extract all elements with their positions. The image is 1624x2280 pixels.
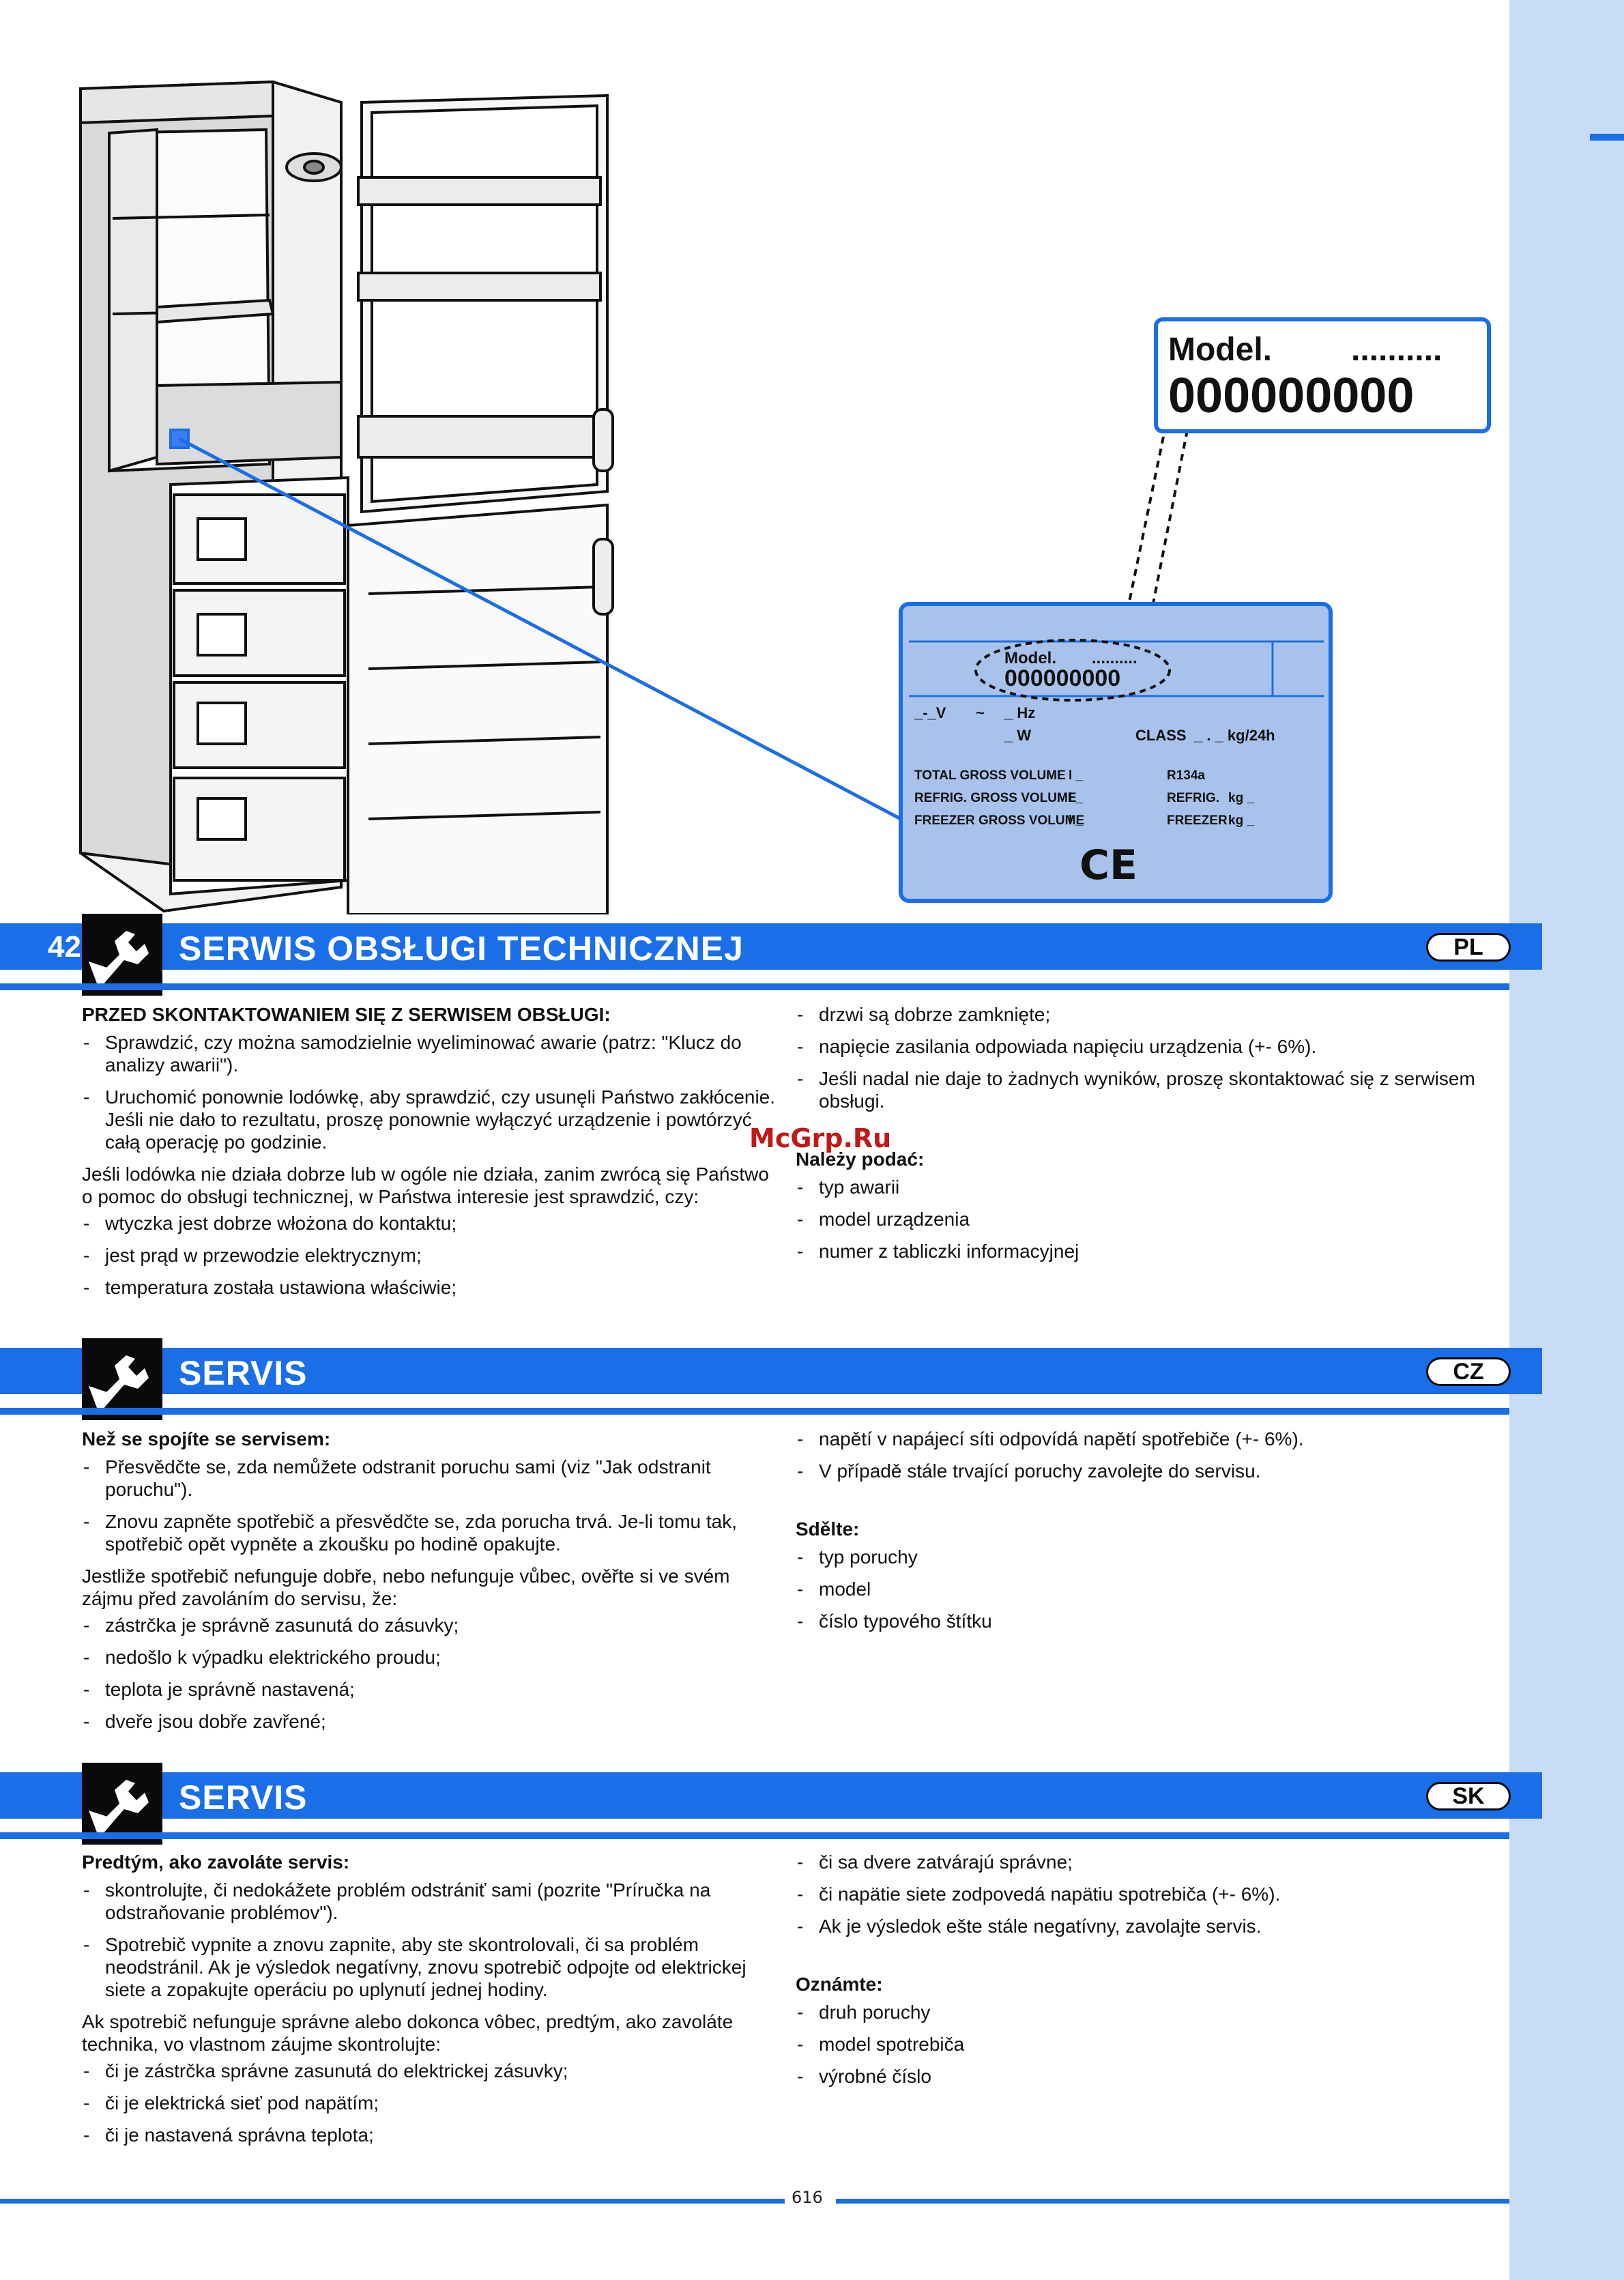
list-item: Přesvědčte se, zda nemůžete odstranit po… bbox=[82, 1456, 783, 1501]
plate-model-word: Model. bbox=[1004, 649, 1056, 667]
cz-right-column: napětí v napájecí síti odpovídá napětí s… bbox=[796, 1428, 1498, 1642]
list-item: či sa dvere zatvárajú správne; bbox=[796, 1851, 1498, 1873]
list-item: Uruchomić ponownie lodówkę, aby sprawdzi… bbox=[82, 1086, 783, 1153]
cz-heading-2: Sdělte: bbox=[796, 1518, 860, 1540]
plate-row-0-label: TOTAL GROSS VOLUME bbox=[914, 768, 1066, 783]
wrench-hand-icon bbox=[82, 914, 162, 996]
list-item: Ak je výsledok ešte stále negatívny, zav… bbox=[796, 1915, 1498, 1937]
list-item: Znovu zapněte spotřebič a přesvědčte se,… bbox=[82, 1510, 783, 1555]
list-item: či je elektrická sieť pod napätím; bbox=[82, 2092, 783, 2114]
section-rule-cz bbox=[0, 1408, 1509, 1415]
sk-left-column: Predtým, ako zavoláte servis: skontroluj… bbox=[82, 1851, 783, 2156]
list-item: Jeśli nadal nie daje to żadnych wyników,… bbox=[796, 1067, 1498, 1112]
pl-right-column: drzwi są dobrze zamknięte; napięcie zasi… bbox=[796, 1003, 1498, 1272]
lang-badge-sk: SK bbox=[1426, 1782, 1511, 1810]
lang-badge-pl: PL bbox=[1426, 933, 1511, 962]
section-rule-sk bbox=[0, 1832, 1509, 1839]
section-title-cz: SERVIS bbox=[179, 1354, 308, 1392]
rating-plate: Model. .......... 000000000 _-_V ~ _ Hz … bbox=[899, 602, 1333, 903]
list-item: druh poruchy bbox=[796, 2001, 1498, 2023]
list-item: Sprawdzić, czy można samodzielnie wyelim… bbox=[82, 1031, 783, 1076]
list-item: wtyczka jest dobrze włożona do kontaktu; bbox=[82, 1212, 783, 1235]
plate-row-2-right: FREEZER bbox=[1167, 813, 1228, 828]
list-item: V případě stále trvající poruchy zavolej… bbox=[796, 1460, 1498, 1482]
plate-row-1-unit: l _ bbox=[1069, 791, 1084, 805]
list-item: jest prąd w przewodzie elektrycznym; bbox=[82, 1244, 783, 1267]
sk-paragraph: Ak spotrebič nefunguje správne alebo dok… bbox=[82, 2011, 734, 2055]
list-item: dveře jsou dobře zavřené; bbox=[82, 1710, 783, 1733]
callout-model-word: Model. bbox=[1168, 332, 1272, 368]
fridge-illustration: Model. .......... 000000000 Model. .....… bbox=[79, 80, 1491, 914]
sk-heading: Predtým, ako zavoláte servis: bbox=[82, 1851, 350, 1873]
callout-model-number: 000000000 bbox=[1168, 369, 1414, 423]
plate-hz: _ Hz bbox=[1004, 704, 1035, 721]
plate-row-1-label: REFRIG. GROSS VOLUME bbox=[914, 791, 1077, 805]
section-title-sk: SERVIS bbox=[179, 1778, 308, 1817]
plate-row-0-right: R134a bbox=[1167, 768, 1205, 783]
plate-model-dots: .......... bbox=[1092, 649, 1137, 667]
plate-row-2-label: FREEZER GROSS VOLUME bbox=[914, 813, 1084, 828]
list-item: nedošlo k výpadku elektrického proudu; bbox=[82, 1646, 783, 1669]
side-tab-strip bbox=[1509, 0, 1624, 2280]
plate-model-number: 000000000 bbox=[1004, 665, 1120, 691]
ce-mark: CE bbox=[1079, 841, 1137, 889]
list-item: či je zástrčka správne zasunutá do elekt… bbox=[82, 2060, 783, 2082]
list-item: numer z tabliczki informacyjnej bbox=[796, 1240, 1498, 1262]
pl-heading: PRZED SKONTAKTOWANIEM SIĘ Z SERWISEM OBS… bbox=[82, 1004, 611, 1025]
section-header-sk: SERVIS SK bbox=[0, 1763, 1542, 1845]
list-item: drzwi są dobrze zamknięte; bbox=[796, 1003, 1498, 1026]
wrench-hand-icon bbox=[82, 1338, 162, 1420]
section-header-cz: SERVIS CZ bbox=[0, 1338, 1542, 1420]
list-item: typ awarii bbox=[796, 1176, 1498, 1198]
plate-row-1-right: REFRIG. bbox=[1167, 791, 1219, 805]
section-title-pl: SERWIS OBSŁUGI TECHNICZNEJ bbox=[179, 929, 744, 968]
plate-row-1-right-unit: kg _ bbox=[1228, 791, 1254, 805]
pl-heading-2: Należy podać: bbox=[796, 1149, 925, 1170]
list-item: temperatura została ustawiona właściwie; bbox=[82, 1276, 783, 1299]
list-item: číslo typového štítku bbox=[796, 1610, 1498, 1632]
pl-left-column: PRZED SKONTAKTOWANIEM SIĘ Z SERWISEM OBS… bbox=[82, 1003, 783, 1308]
list-item: skontrolujte, či nedokážete problém odst… bbox=[82, 1879, 783, 1924]
list-item: napětí v napájecí síti odpovídá napětí s… bbox=[796, 1428, 1498, 1450]
list-item: či napätie siete zodpovedá napätiu spotr… bbox=[796, 1883, 1498, 1905]
page-number: 42 bbox=[48, 930, 81, 964]
section-header-pl: 42 SERWIS OBSŁUGI TECHNICZNEJ PL bbox=[0, 914, 1542, 996]
list-item: teplota je správně nastavená; bbox=[82, 1678, 783, 1701]
cz-left-column: Než se spojíte se servisem: Přesvědčte s… bbox=[82, 1428, 783, 1742]
wrench-hand-icon bbox=[82, 1763, 162, 1845]
list-item: či je nastavená správna teplota; bbox=[82, 2124, 783, 2146]
list-item: model urządzenia bbox=[796, 1208, 1498, 1230]
section-rule-pl bbox=[0, 983, 1509, 990]
sk-heading-2: Oznámte: bbox=[796, 1974, 883, 1995]
cz-paragraph: Jestliže spotřebič nefunguje dobře, nebo… bbox=[82, 1565, 730, 1609]
list-item: napięcie zasilania odpowiada napięciu ur… bbox=[796, 1035, 1498, 1058]
pointer-line bbox=[178, 437, 902, 821]
plate-voltage: _-_V bbox=[914, 704, 946, 721]
watermark: McGrp.Ru bbox=[749, 1123, 892, 1153]
plate-row-0-unit: l _ bbox=[1069, 768, 1084, 783]
side-tab-marker bbox=[1590, 134, 1624, 141]
list-item: výrobné číslo bbox=[796, 2065, 1498, 2088]
sk-right-column: či sa dvere zatvárajú správne; či napäti… bbox=[796, 1851, 1498, 2097]
model-label-callout: Model. .......... 000000000 bbox=[1154, 317, 1491, 433]
lang-badge-cz: CZ bbox=[1426, 1357, 1511, 1386]
callout-model-dots: .......... bbox=[1351, 332, 1442, 368]
plate-watt: _ W bbox=[1004, 727, 1031, 744]
footer-page-number: 616 bbox=[792, 2188, 823, 2207]
plate-row-2-right-unit: kg _ bbox=[1228, 813, 1254, 828]
footer-rule-left bbox=[0, 2199, 785, 2204]
plate-tilde: ~ bbox=[976, 704, 985, 721]
plate-class-label: CLASS bbox=[1135, 727, 1187, 744]
plate-row-2-unit: l _ bbox=[1069, 813, 1084, 828]
list-item: zástrčka je správně zasunutá do zásuvky; bbox=[82, 1614, 783, 1636]
cz-heading: Než se spojíte se servisem: bbox=[82, 1428, 331, 1449]
pl-paragraph: Jeśli lodówka nie działa dobrze lub w og… bbox=[82, 1164, 769, 1207]
footer-rule-right bbox=[836, 2199, 1509, 2204]
plate-class-unit: _ . _ kg/24h bbox=[1193, 727, 1275, 744]
list-item: typ poruchy bbox=[796, 1546, 1498, 1568]
list-item: model bbox=[796, 1578, 1498, 1600]
fridge-cabinet bbox=[79, 80, 614, 914]
list-item: Spotrebič vypnite a znovu zapnite, aby s… bbox=[82, 1933, 783, 2001]
list-item: model spotrebiča bbox=[796, 2033, 1498, 2055]
